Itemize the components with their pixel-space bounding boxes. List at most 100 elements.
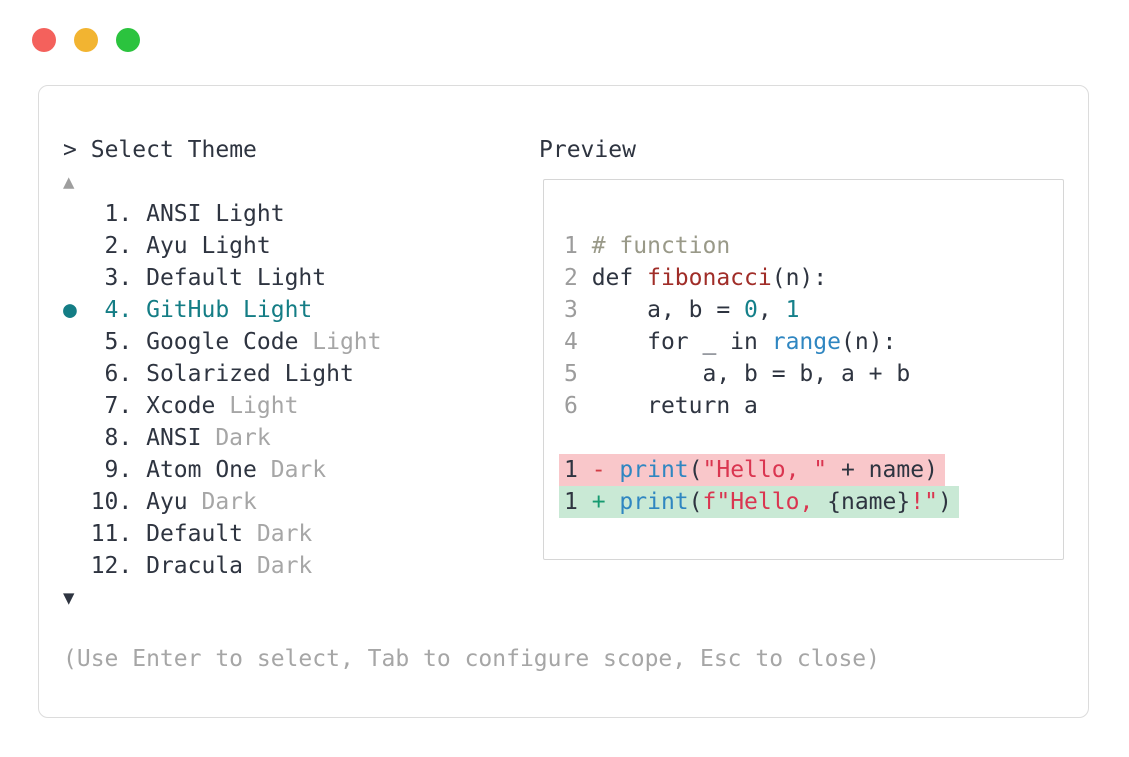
close-button[interactable]	[32, 28, 56, 52]
theme-option-11[interactable]: 11. Default Dark	[63, 518, 382, 550]
theme-number: 2.	[90, 233, 147, 259]
theme-name: Default	[146, 521, 244, 547]
prompt-line: > Select Theme	[63, 134, 257, 166]
theme-option-6[interactable]: 6. Solarized Light	[63, 358, 382, 390]
token-number: 1	[785, 297, 800, 323]
theme-name: Dracula	[146, 553, 244, 579]
theme-variant: Light	[215, 393, 299, 419]
window-controls	[32, 28, 140, 52]
theme-number: 11.	[90, 521, 147, 547]
code-line-5: 5 a, b = b, a + b	[564, 358, 1063, 390]
token-plain: a, b = b, a + b	[591, 361, 911, 387]
theme-number: 7.	[90, 393, 147, 419]
theme-number: 9.	[90, 457, 147, 483]
theme-variant: Dark	[243, 521, 313, 547]
selected-bullet-icon: ●	[63, 297, 91, 323]
token-func: fibonacci	[647, 265, 772, 291]
token-plain: (	[688, 489, 703, 515]
token-plain: ,	[757, 297, 786, 323]
bullet-slot	[63, 489, 91, 515]
theme-name: Google Code	[146, 329, 299, 355]
token-plain: for _ in	[591, 329, 772, 355]
token-string: f"Hello,	[702, 489, 828, 515]
diff-plus-sign: +	[591, 489, 620, 515]
theme-variant: Dark	[201, 425, 271, 451]
theme-name: Ayu	[146, 489, 188, 515]
token-comment: # function	[591, 233, 731, 259]
theme-variant: Light	[298, 329, 382, 355]
theme-option-8[interactable]: 8. ANSI Dark	[63, 422, 382, 454]
bullet-slot	[63, 553, 91, 579]
theme-variant: Light	[243, 265, 327, 291]
scroll-up-icon[interactable]: ▲	[63, 171, 75, 193]
line-number: 1	[564, 489, 592, 515]
theme-name: ANSI	[146, 425, 202, 451]
bullet-slot	[63, 361, 91, 387]
bullet-slot	[63, 393, 91, 419]
scroll-down-icon[interactable]: ▼	[63, 587, 75, 609]
theme-number: 6.	[90, 361, 147, 387]
theme-name: GitHub	[146, 297, 230, 323]
theme-variant: Light	[201, 201, 285, 227]
token-number: 0	[744, 297, 758, 323]
code-line-3: 3 a, b = 0, 1	[564, 294, 1063, 326]
blank-line	[564, 422, 1063, 454]
diff-line-removed: 1 - print("Hello, " + name)	[559, 454, 945, 486]
bullet-slot	[63, 329, 91, 355]
theme-option-12[interactable]: 12. Dracula Dark	[63, 550, 382, 582]
token-builtin: range	[771, 329, 841, 355]
token-plain: + name)	[827, 457, 938, 483]
theme-variant: Dark	[256, 457, 327, 483]
preview-box: 1 # function 2 def fibonacci(n):3 a, b = …	[543, 179, 1064, 560]
maximize-button[interactable]	[116, 28, 140, 52]
token-plain: a, b =	[591, 297, 745, 323]
line-number: 1	[564, 457, 592, 483]
theme-option-2[interactable]: 2. Ayu Light	[63, 230, 382, 262]
diff-line-added: 1 + print(f"Hello, {name}!")	[559, 486, 959, 518]
bullet-slot	[63, 457, 91, 483]
theme-variant: Light	[187, 233, 271, 259]
token-string: "Hello, "	[702, 457, 828, 483]
line-number: 4	[564, 329, 592, 355]
token-plain: {name}	[827, 489, 911, 515]
bullet-slot	[63, 265, 91, 291]
token-plain: return a	[591, 393, 758, 419]
prompt-caret: >	[63, 137, 77, 163]
theme-option-5[interactable]: 5. Google Code Light	[63, 326, 382, 358]
theme-name: Default	[146, 265, 244, 291]
theme-name: Atom One	[146, 457, 257, 483]
theme-picker-panel: > Select Theme Preview ▲ 1. ANSI Light 2…	[38, 85, 1089, 718]
theme-variant: Dark	[187, 489, 257, 515]
token-builtin: print	[619, 489, 689, 515]
bullet-slot	[63, 425, 91, 451]
theme-option-7[interactable]: 7. Xcode Light	[63, 390, 382, 422]
theme-name: Solarized	[146, 361, 271, 387]
theme-variant: Light	[229, 297, 313, 323]
code-line-4: 4 for _ in range(n):	[564, 326, 1063, 358]
theme-number: 3.	[90, 265, 147, 291]
theme-option-4[interactable]: ● 4. GitHub Light	[63, 294, 382, 326]
theme-name: Ayu	[146, 233, 188, 259]
token-plain: (	[688, 457, 703, 483]
diff-row-removed: 1 - print("Hello, " + name)	[559, 454, 1063, 486]
theme-option-3[interactable]: 3. Default Light	[63, 262, 382, 294]
theme-number: 12.	[90, 553, 147, 579]
theme-number: 1.	[90, 201, 147, 227]
code-line-2: 2 def fibonacci(n):	[564, 262, 1063, 294]
theme-variant: Light	[270, 361, 354, 387]
theme-option-9[interactable]: 9. Atom One Dark	[63, 454, 382, 486]
line-number: 2	[564, 265, 592, 291]
footer-hint: (Use Enter to select, Tab to configure s…	[63, 646, 880, 672]
token-plain: (n):	[840, 329, 897, 355]
token-plain: )	[937, 489, 952, 515]
code-sample: 1 # function 2 def fibonacci(n):3 a, b = …	[559, 230, 1063, 518]
line-number: 1	[564, 233, 592, 259]
theme-option-10[interactable]: 10. Ayu Dark	[63, 486, 382, 518]
line-number: 5	[564, 361, 592, 387]
minimize-button[interactable]	[74, 28, 98, 52]
line-number: 6	[564, 393, 592, 419]
theme-option-1[interactable]: 1. ANSI Light	[63, 198, 382, 230]
diff-row-added: 1 + print(f"Hello, {name}!")	[559, 486, 1063, 518]
theme-number: 10.	[90, 489, 147, 515]
theme-variant: Dark	[243, 553, 313, 579]
